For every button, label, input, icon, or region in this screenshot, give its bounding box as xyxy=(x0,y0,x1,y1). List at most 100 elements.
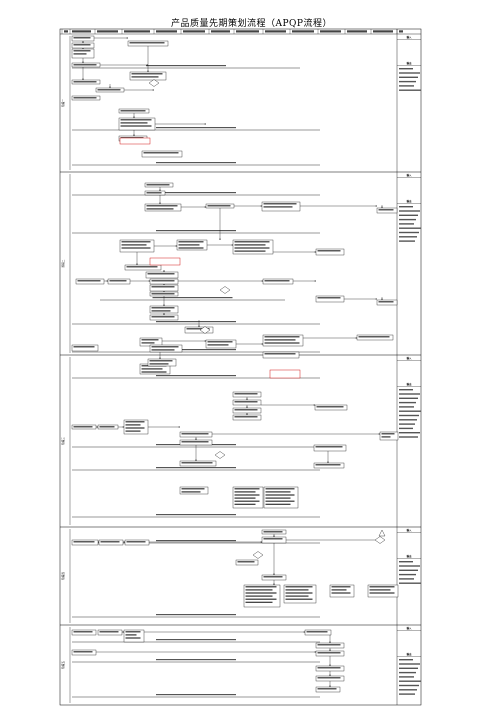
phase-label: 阶段三 xyxy=(61,437,65,445)
box-label-mark xyxy=(331,592,351,594)
page-title: 产品质量先期策划流程（APQP流程） xyxy=(171,19,332,29)
arrow-head xyxy=(122,631,124,633)
note-line xyxy=(399,659,413,661)
box-label-mark xyxy=(120,122,148,124)
box-label-mark xyxy=(73,651,93,653)
box-label-mark xyxy=(73,53,87,55)
arrow-head xyxy=(195,438,197,440)
box-label-mark xyxy=(181,433,209,435)
note-line xyxy=(399,671,416,674)
lane-header-label xyxy=(183,30,205,33)
process-box xyxy=(232,399,262,406)
arrow-head xyxy=(133,116,135,118)
lane-header-label xyxy=(156,30,177,33)
process-box xyxy=(304,629,332,636)
note-line xyxy=(399,240,415,242)
arrow-head xyxy=(260,541,262,543)
box-label-mark xyxy=(369,592,395,594)
box-label-mark xyxy=(73,50,91,52)
arrow-head xyxy=(273,573,275,575)
arrow-head xyxy=(313,404,315,406)
note-line xyxy=(399,397,418,399)
connector-label-mark xyxy=(156,540,236,542)
box-label-mark xyxy=(181,462,213,464)
note-line xyxy=(399,223,414,225)
box-label-mark xyxy=(125,637,141,639)
process-box xyxy=(71,629,97,636)
box-label-mark xyxy=(99,631,119,633)
arrow-head xyxy=(133,134,135,136)
arrow-head xyxy=(204,340,206,342)
note-line xyxy=(399,565,420,567)
decision-diamond xyxy=(214,451,226,459)
arrow-head xyxy=(159,189,161,191)
box-label-mark xyxy=(234,244,266,246)
notes-output-header: 输出 xyxy=(407,382,412,386)
box-label-mark xyxy=(381,436,391,438)
arrow-head xyxy=(329,641,331,643)
phase-label: 阶段四 xyxy=(61,572,65,580)
box-label-mark xyxy=(317,250,341,252)
box-label-mark xyxy=(125,634,137,636)
box-label-mark xyxy=(178,247,204,249)
note-line xyxy=(399,236,417,238)
arrow-head xyxy=(261,280,263,282)
process-box xyxy=(97,629,123,636)
arrow-head xyxy=(82,78,84,80)
box-label-mark xyxy=(141,339,159,341)
note-line xyxy=(399,573,416,576)
arrow-head xyxy=(148,280,150,282)
arrow-head xyxy=(231,244,233,246)
process-box xyxy=(315,675,345,682)
box-label-mark xyxy=(121,247,151,249)
box-label-mark xyxy=(234,503,256,505)
connector-label-mark xyxy=(156,349,236,351)
process-box xyxy=(144,203,182,212)
box-label-mark xyxy=(315,464,341,466)
process-box xyxy=(71,42,95,49)
box-label-mark xyxy=(331,586,351,588)
arrow-head xyxy=(246,398,248,400)
notes-output-header: 输出 xyxy=(407,652,412,656)
diagram-frame xyxy=(59,28,422,706)
process-box xyxy=(71,649,97,656)
box-label-mark xyxy=(369,586,395,588)
process-box xyxy=(179,486,209,495)
process-box xyxy=(315,665,345,672)
connector-label-mark xyxy=(156,614,236,616)
arrow-head xyxy=(260,205,262,207)
process-box xyxy=(147,358,177,367)
connector-label-mark xyxy=(152,297,233,299)
swimlane-grid xyxy=(60,29,421,626)
box-label-mark xyxy=(147,273,175,275)
box-label-mark xyxy=(151,349,175,351)
note-line xyxy=(399,689,417,691)
box-label-mark xyxy=(263,206,293,208)
connector-label-mark xyxy=(156,639,236,641)
process-box xyxy=(313,462,345,469)
connector-label-mark xyxy=(156,375,236,377)
process-box xyxy=(124,264,162,271)
process-box xyxy=(376,299,398,306)
box-label-mark xyxy=(73,346,95,348)
box-label-mark xyxy=(146,192,162,194)
box-label-mark xyxy=(245,601,273,603)
process-box xyxy=(71,35,95,42)
note-line xyxy=(399,667,418,669)
arrow-head xyxy=(163,304,165,306)
connector-label-mark xyxy=(156,659,236,661)
box-label-mark xyxy=(77,280,101,282)
arrow-head xyxy=(327,461,329,463)
process-box xyxy=(232,414,262,421)
arrow-head xyxy=(329,664,331,666)
lane-header-label xyxy=(265,30,286,33)
notes-input-header: 输入 xyxy=(407,626,412,630)
box-label-mark xyxy=(234,247,270,249)
box-label-mark xyxy=(207,205,231,207)
box-label-mark xyxy=(316,406,344,408)
connector-label-mark xyxy=(156,192,236,194)
box-label-mark xyxy=(234,497,256,499)
connector-label-mark xyxy=(156,127,236,129)
box-label-mark xyxy=(285,598,313,600)
